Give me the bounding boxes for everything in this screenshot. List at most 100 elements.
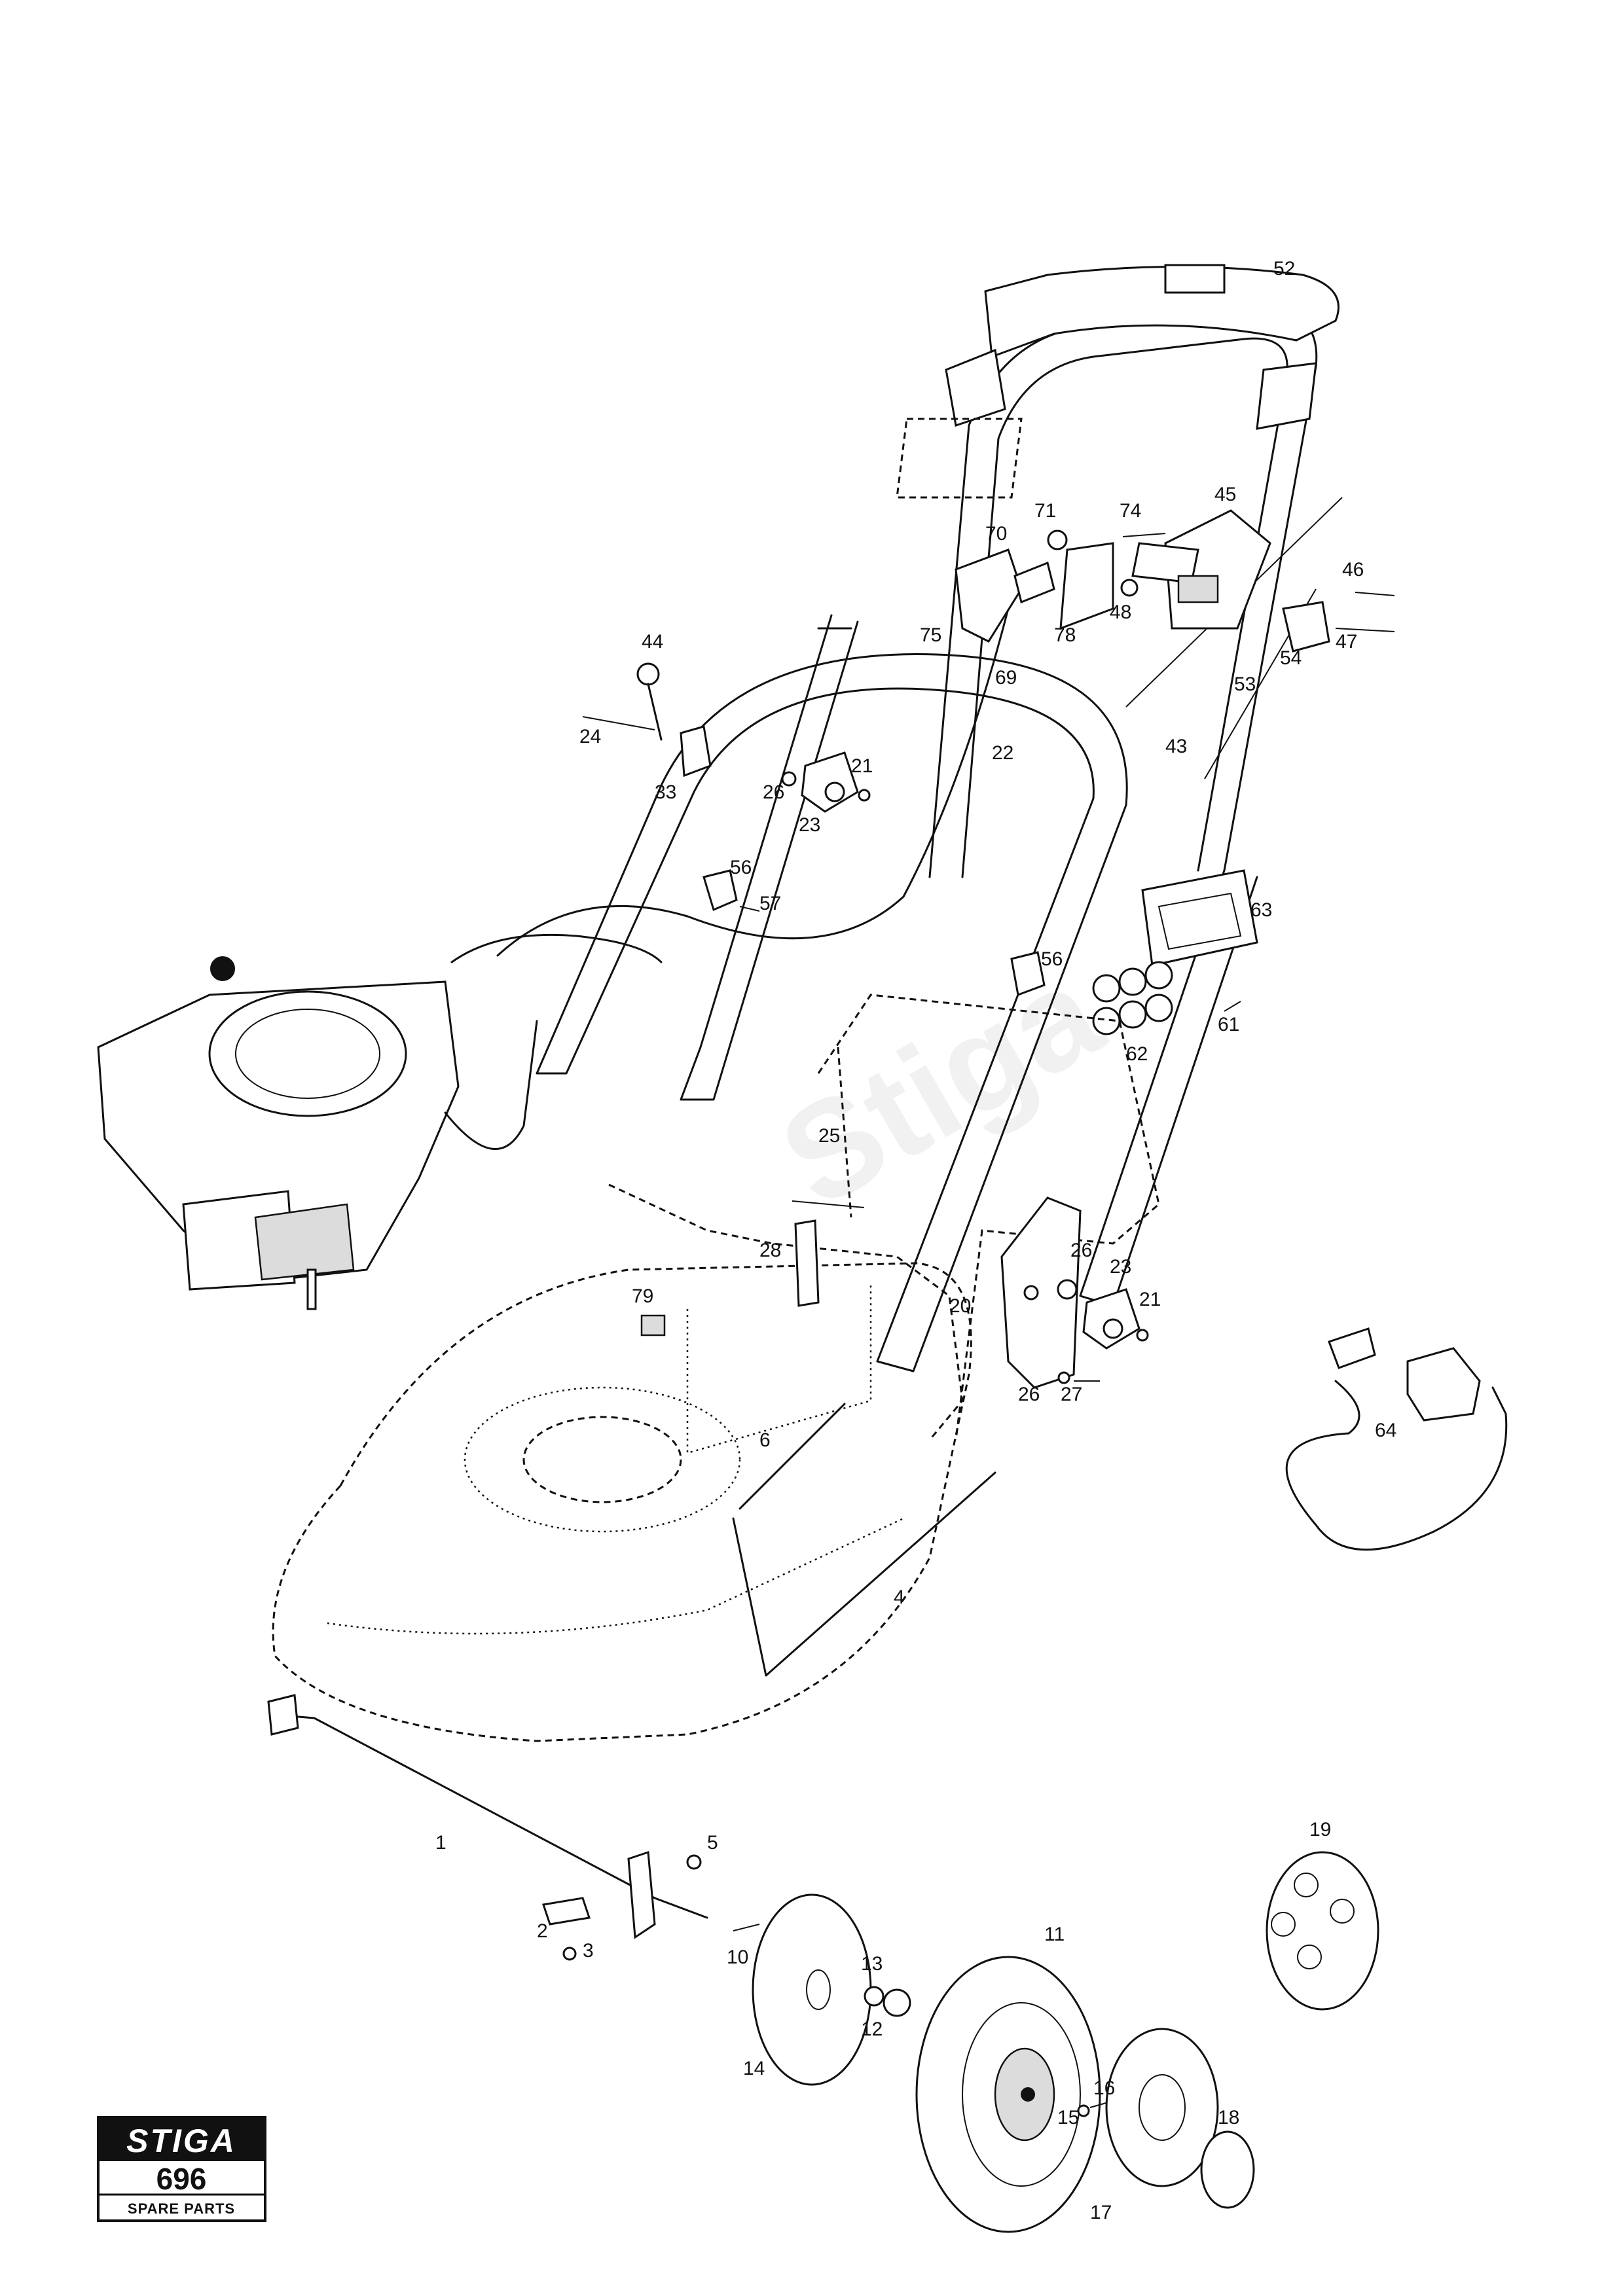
battery-holder-63	[1141, 869, 1258, 967]
part-label-48: 48	[1110, 601, 1131, 623]
bracket-78	[1059, 542, 1114, 630]
washer-26-lower	[1057, 1279, 1078, 1300]
nut-21-upper	[858, 789, 871, 802]
throttle-cable	[496, 607, 1010, 957]
part-label-44: 44	[642, 631, 663, 653]
cable-clip-44	[636, 662, 663, 741]
logo-caption: SPARE PARTS	[128, 2200, 235, 2217]
hub-cap-19	[1266, 1851, 1379, 2011]
part-label-28: 28	[759, 1240, 781, 1261]
part-label-78: 78	[1054, 624, 1076, 646]
part-label-46: 46	[1342, 559, 1364, 581]
label-79	[640, 1314, 666, 1336]
part-label-19: 19	[1309, 1819, 1331, 1840]
part-label-64: 64	[1375, 1420, 1396, 1441]
part-label-12: 12	[861, 2018, 883, 2040]
part-label-70: 70	[985, 523, 1007, 545]
nut-21-lower	[1136, 1329, 1149, 1342]
watermark: Stiga	[756, 935, 1125, 1236]
part-label-57: 57	[759, 893, 781, 914]
part-label-14: 14	[743, 2058, 765, 2079]
clamp-33	[680, 725, 712, 778]
height-adjuster	[1000, 1196, 1082, 1389]
part-label-71: 71	[1034, 500, 1056, 522]
part-label-63: 63	[1250, 899, 1272, 921]
part-label-23-upper: 23	[799, 814, 820, 836]
part-label-43: 43	[1165, 736, 1187, 757]
cap-18	[1200, 2130, 1255, 2209]
axle-bracket	[627, 1850, 656, 1939]
hub-disc-14	[752, 1893, 872, 2086]
bracket-2	[542, 1897, 591, 1926]
part-label-13: 13	[861, 1953, 883, 1975]
grip-plate	[1164, 264, 1226, 294]
part-label-26-upper: 26	[763, 781, 784, 803]
screw-57	[739, 906, 760, 912]
fitting-71	[1047, 529, 1068, 550]
adjusting-rod-4	[732, 1471, 996, 1677]
part-number-labels: 1 2 3 4 5 6 10 11 12 13 14 15 16 17 18 1…	[435, 258, 1396, 2223]
part-label-24: 24	[579, 726, 601, 747]
part-label-21-upper: 21	[851, 755, 873, 777]
part-label-52: 52	[1273, 258, 1295, 279]
part-label-26-lower: 26	[1018, 1384, 1040, 1405]
handle-knob-lower	[1082, 1288, 1140, 1350]
part-label-22: 22	[992, 742, 1013, 764]
spring-6	[739, 1403, 846, 1510]
part-label-2: 2	[537, 1920, 548, 1942]
part-label-23-lower: 23	[1110, 1256, 1131, 1278]
handle-clamp-left	[945, 348, 1006, 427]
part-label-18: 18	[1218, 2107, 1239, 2128]
part-label-27: 27	[1061, 1384, 1082, 1405]
handle-clamp-right	[1256, 362, 1317, 430]
bracket-75	[955, 548, 1023, 643]
part-label-5: 5	[707, 1832, 718, 1854]
part-label-1: 1	[435, 1832, 447, 1854]
bracket-54	[1282, 601, 1330, 653]
part-label-56-left: 56	[730, 857, 752, 878]
part-label-17: 17	[1090, 2202, 1112, 2223]
screw-3	[562, 1946, 577, 1961]
part-label-33: 33	[655, 781, 676, 803]
handle-knob-upper	[801, 751, 859, 813]
screw-74	[1122, 533, 1166, 537]
part-label-47: 47	[1336, 631, 1357, 653]
part-label-6: 6	[759, 1429, 771, 1451]
part-label-3: 3	[583, 1940, 594, 1962]
battery-pack-62	[1092, 961, 1173, 1035]
screw-47	[1335, 628, 1395, 632]
battery-charger	[1285, 1327, 1508, 1551]
screw-25	[792, 1200, 865, 1208]
hub-cap-17	[1105, 2028, 1219, 2187]
part-label-11: 11	[1044, 1924, 1065, 1945]
bolt-10	[733, 1924, 760, 1931]
part-label-25: 25	[818, 1125, 840, 1147]
bearing-13	[864, 1986, 884, 2007]
mower-deck	[272, 1183, 972, 1742]
part-label-62: 62	[1126, 1043, 1148, 1065]
part-label-15: 15	[1057, 2107, 1079, 2128]
plate-28	[794, 1219, 820, 1307]
logo-brand: STIGA	[126, 2123, 236, 2159]
nut-5	[686, 1854, 702, 1870]
screw-24	[582, 716, 655, 730]
engine	[97, 956, 538, 1310]
part-label-74: 74	[1120, 500, 1141, 522]
bearing-12	[883, 1988, 911, 2017]
part-label-53: 53	[1234, 673, 1256, 695]
part-label-26-mid: 26	[1070, 1240, 1092, 1261]
part-label-79: 79	[632, 1285, 653, 1307]
screw-46	[1355, 592, 1395, 596]
fitting-70	[1013, 529, 1068, 604]
part-label-61: 61	[1218, 1014, 1239, 1035]
washer-26-upper	[781, 771, 797, 787]
wheel-11	[915, 1956, 1101, 2233]
part-label-21-lower: 21	[1139, 1289, 1161, 1310]
logo-model: 696	[156, 2162, 207, 2196]
part-label-54: 54	[1280, 647, 1302, 669]
washer-15	[1077, 2104, 1090, 2117]
screw-61	[1224, 1001, 1241, 1012]
engine-cable	[450, 933, 663, 963]
rear-axle	[267, 1694, 708, 1919]
rear-flap-frame	[817, 994, 1160, 1441]
